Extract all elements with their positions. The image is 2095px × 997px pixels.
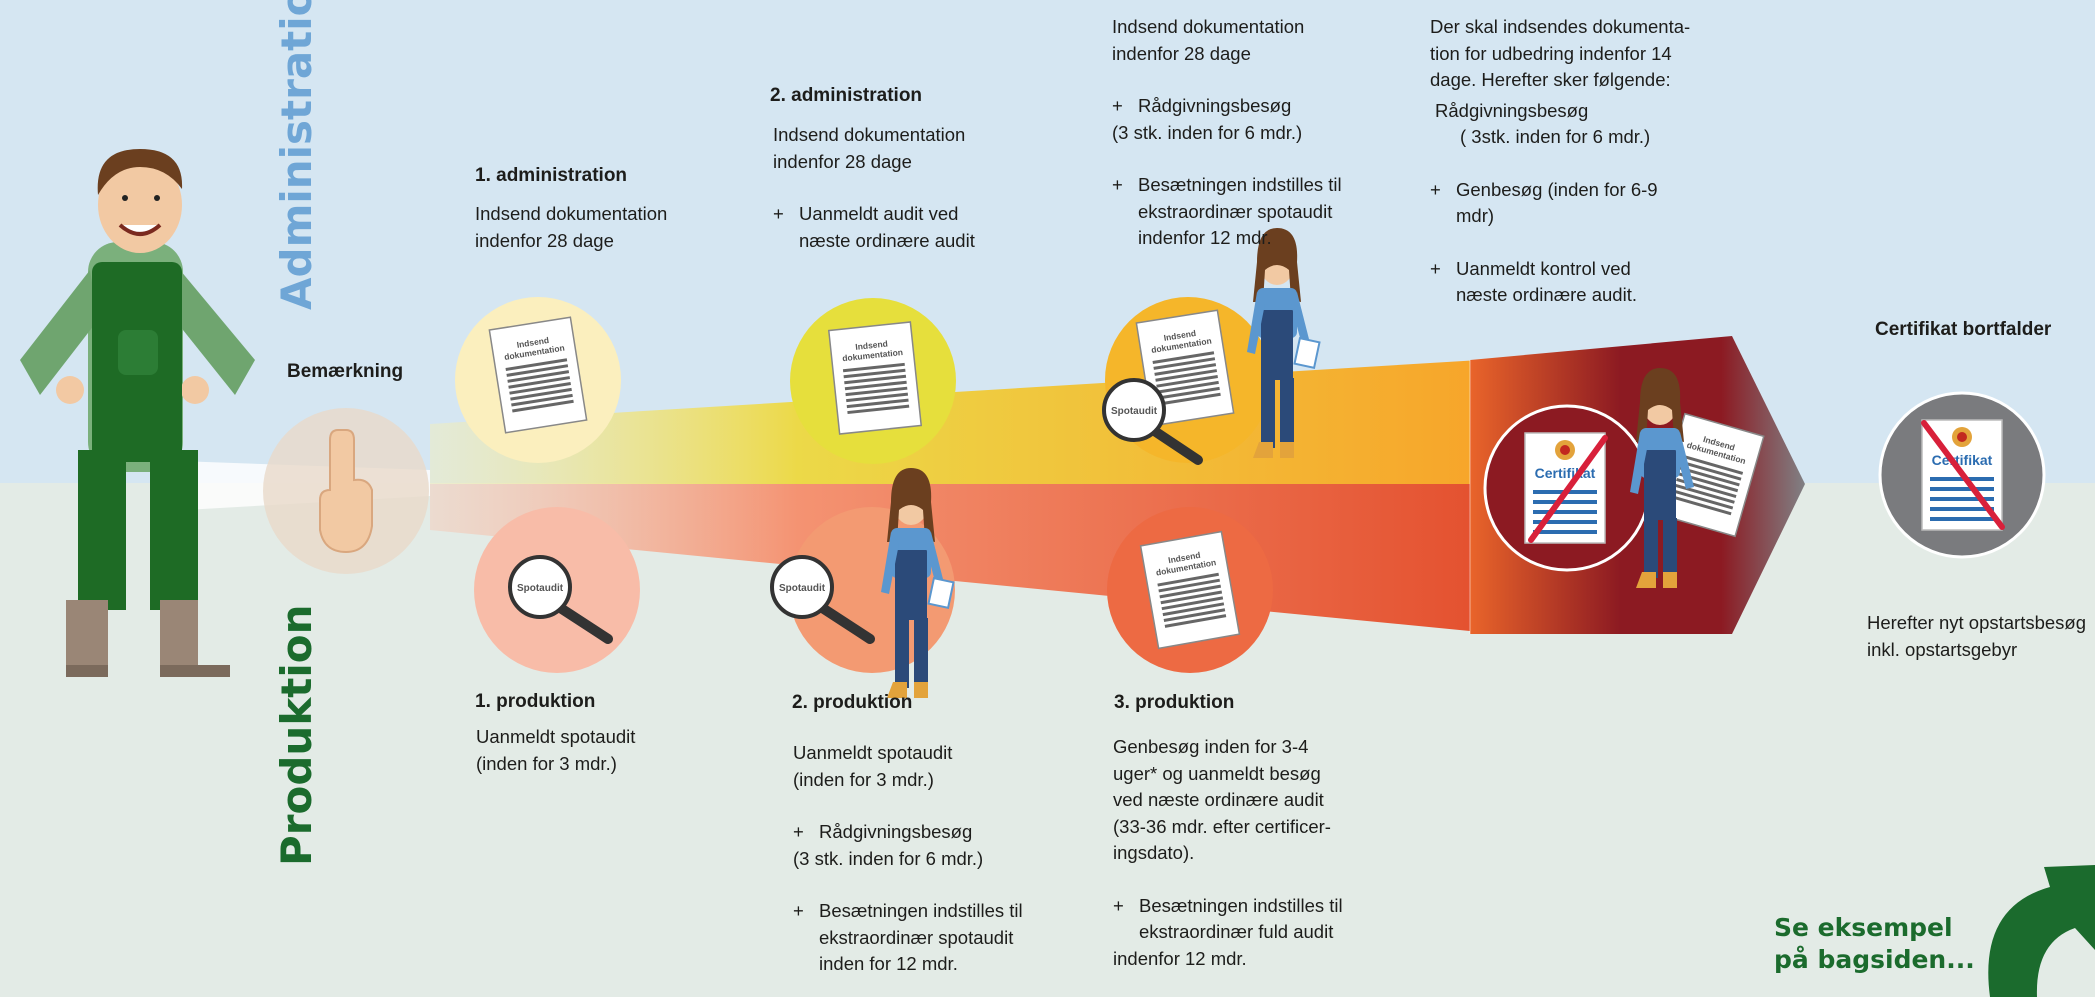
admin-step2-title: 2. administration [770,85,923,106]
document-icon: Indsend dokumentation [488,316,588,434]
admin-step1-text: Indsend dokumentation indenfor 28 dage [475,203,668,251]
inspector-figure [1247,228,1321,458]
prod-step1-title: 1. produktion [475,691,596,712]
document-icon: Indsend dokumentation [1139,530,1241,650]
pointing-finger-icon [319,429,373,554]
prod-step2-text: Uanmeldt spotaudit (inden for 3 mdr.) +R… [793,742,1023,974]
admin-step4-text: Der skal indsendes dokumenta- tion for u… [1430,16,1691,305]
produktion-side-label: Produktion [272,604,321,866]
remark-label: Bemærkning [287,361,404,382]
admin-step1-title: 1. administration [475,165,628,186]
admin-step3-text: Indsend dokumentation indenfor 28 dage +… [1112,16,1342,248]
svg-text:Indsend: Indsend [855,339,888,352]
see-example-link[interactable]: Se eksempel på bagsiden... [1774,913,1975,974]
prod-step3-title: 3. produktion [1114,692,1235,713]
administration-side-label: Administration [272,0,321,310]
svg-text:Certifikat: Certifikat [1932,452,1993,468]
svg-text:Spotaudit: Spotaudit [1111,406,1158,417]
magnifier-icon: Spotaudit [1102,378,1203,465]
svg-text:Spotaudit: Spotaudit [517,583,564,594]
certificate-icon: Certifikat [1921,419,2005,531]
certificate-icon: Certifikat [1524,432,1608,544]
end-text: Herefter nyt opstartsbesøg inkl. opstart… [1867,612,2087,660]
inspector-figure [1630,368,1694,588]
document-icon: Indsend dokumentation [827,321,923,435]
arrow-icon[interactable] [1988,865,2095,997]
inspector-figure [881,468,955,698]
farmer-figure [20,149,255,677]
svg-text:Spotaudit: Spotaudit [779,583,826,594]
admin-step2-text: Indsend dokumentation indenfor 28 dage +… [773,124,975,251]
end-title: Certifikat bortfalder [1875,319,2052,340]
prod-step3-text: Genbesøg inden for 3-4 uger* og uanmeldt… [1113,736,1343,969]
prod-step2-title: 2. produktion [792,692,913,713]
prod-step1-text: Uanmeldt spotaudit (inden for 3 mdr.) [476,726,636,774]
magnifier-icon: Spotaudit [508,555,613,644]
magnifier-icon: Spotaudit [770,555,875,644]
